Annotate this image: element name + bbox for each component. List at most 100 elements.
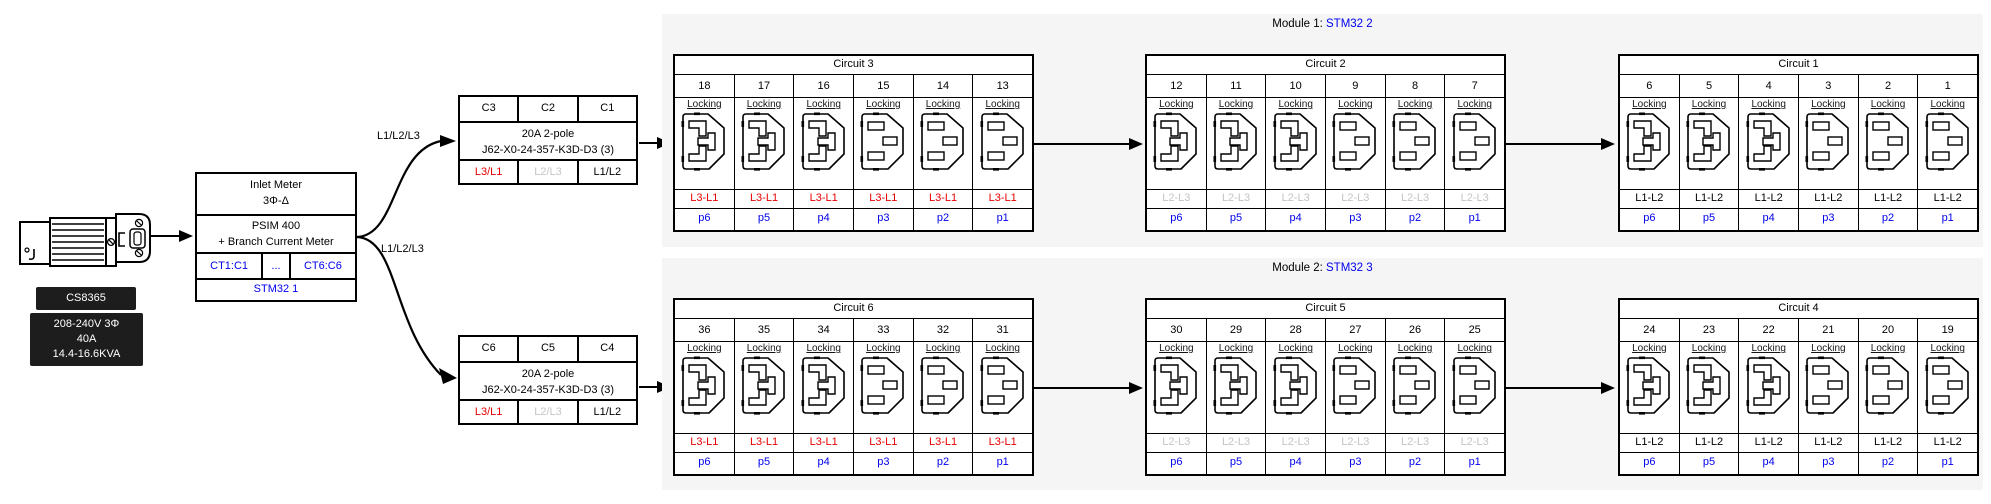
outlet-type-label: Locking	[866, 343, 901, 354]
breaker1-c2: C2	[519, 97, 579, 121]
outlet-type-label: Locking	[1751, 99, 1786, 110]
outlet-port-label: p2	[1881, 212, 1895, 224]
outlet-icon-host	[914, 356, 973, 416]
outlet-type-label: Locking	[1930, 343, 1965, 354]
outlet-port-label: p3	[877, 456, 890, 468]
iec-c13-t-slots-outlet-icon	[1686, 356, 1730, 415]
outlet-cell: Locking	[1918, 342, 1978, 434]
breaker2-c6: C6	[460, 337, 520, 361]
iec-c13-flat-slots-outlet-icon	[1925, 112, 1969, 171]
outlet-column: 29 Locking L2-L3 p5	[1206, 319, 1267, 474]
outlet-cell: Locking	[854, 342, 913, 434]
outlet-phase-label: L1-L2	[1620, 434, 1679, 453]
outlet-column: 26 Locking L2-L3 p2	[1385, 319, 1446, 474]
circuit-box: Circuit 2 12 Locking L2-L3 p6 11 Locking	[1145, 54, 1506, 232]
outlet-phase-label: L2-L3	[1266, 190, 1326, 209]
circuit-chain-arrowhead	[1129, 138, 1143, 150]
outlet-icon-host	[794, 112, 853, 172]
outlet-type-label: Locking	[1397, 99, 1433, 110]
outlet-column: 19 Locking L1-L2 p1	[1918, 319, 1978, 474]
iec-c13-flat-slots-outlet-icon	[1452, 356, 1496, 415]
outlet-type-label: Locking	[746, 343, 782, 354]
outlet-icon-host	[1799, 356, 1858, 416]
outlet-port-label: p4	[1762, 456, 1775, 468]
outlet-cell: Locking	[1266, 98, 1326, 190]
outlet-number: 32	[913, 319, 973, 342]
iec-c13-flat-slots-outlet-icon	[1452, 112, 1496, 171]
ct-cell-first: CT1:C1	[197, 254, 264, 278]
connector-spec-label: 208-240V 3Φ 40A 14.4-16.6KVA	[30, 313, 143, 366]
module-1-panel: Module 1: STM32 2 Circuit 3 18 Locking L…	[662, 14, 1983, 247]
outlet-number: 6	[1620, 75, 1679, 98]
module-controller: STM32 2	[1326, 18, 1373, 30]
outlet-column: 4 Locking L1-L2 p4	[1739, 75, 1800, 230]
outlet-type-label: Locking	[687, 99, 722, 110]
outlet-column: 17 Locking L3-L1 p5	[734, 75, 795, 230]
outlet-type-label: Locking	[1278, 343, 1313, 354]
outlet-port-label: p6	[1643, 456, 1656, 468]
outlet-cell: Locking	[1445, 342, 1505, 434]
iec-c13-flat-slots-outlet-icon	[1865, 112, 1909, 171]
outlet-phase-label: L1-L2	[1918, 434, 1978, 453]
outlet-port-label: p6	[698, 456, 711, 468]
outlet-number: 22	[1739, 319, 1799, 342]
outlet-number: 17	[734, 75, 794, 98]
outlet-column: 24 Locking L1-L2 p6	[1620, 319, 1680, 474]
outlet-column: 21 Locking L1-L2 p3	[1799, 319, 1859, 474]
outlet-phase-label: L2-L3	[1326, 190, 1385, 209]
outlet-cell: Locking	[1147, 98, 1206, 190]
outlet-port-label: p3	[1822, 212, 1835, 224]
outlet-port-label: p2	[936, 456, 950, 468]
outlet-number: 13	[973, 75, 1033, 98]
breaker1-phase-l1l2: L1/L2	[593, 166, 622, 178]
outlet-icon-host	[1445, 112, 1504, 172]
iec-c13-flat-slots-outlet-icon	[1805, 112, 1850, 171]
outlet-icon-host	[675, 112, 734, 172]
outlet-phase-label: L2-L3	[1206, 434, 1266, 453]
outlet-column: 22 Locking L1-L2 p4	[1739, 319, 1800, 474]
module-2-panel: Module 2: STM32 3 Circuit 6 36 Locking L…	[662, 258, 1983, 490]
iec-c13-t-slots-outlet-icon	[1273, 356, 1317, 415]
iec-c13-flat-slots-outlet-icon	[860, 356, 905, 415]
outlet-number: 7	[1445, 75, 1505, 98]
outlet-icon-host	[1918, 356, 1977, 416]
iec-c13-t-slots-outlet-icon	[681, 356, 726, 415]
module-controller: STM32 3	[1326, 262, 1373, 274]
outlet-type-label: Locking	[925, 99, 961, 110]
outlet-column: 8 Locking L2-L3 p2	[1385, 75, 1446, 230]
breaker2-phase-l3l1: L3/L1	[460, 401, 520, 423]
outlet-number: 24	[1620, 319, 1679, 342]
outlet-icon-host	[735, 356, 794, 416]
breaker2-phase-l1l2: L1/L2	[593, 406, 622, 418]
outlet-port-label: p6	[698, 212, 711, 224]
outlet-column: 9 Locking L2-L3 p3	[1326, 75, 1386, 230]
outlet-column: 20 Locking L1-L2 p2	[1858, 319, 1919, 474]
breaker2-to-circuit-arrow-line	[639, 386, 658, 388]
outlet-phase-label: L2-L3	[1385, 190, 1445, 209]
outlet-column: 30 Locking L2-L3 p6	[1147, 319, 1207, 474]
circuit-title: Circuit 3	[675, 56, 1032, 75]
outlet-phase-label: L3-L1	[794, 434, 854, 453]
outlet-icon-host	[973, 356, 1032, 416]
outlet-type-label: Locking	[806, 99, 841, 110]
outlet-cell: Locking	[1858, 98, 1918, 190]
iec-c13-flat-slots-outlet-icon	[1805, 356, 1850, 415]
circuit-box: Circuit 5 30 Locking L2-L3 p6 29 Locking	[1145, 298, 1506, 476]
iec-c13-t-slots-outlet-icon	[801, 356, 845, 415]
outlet-number: 27	[1326, 319, 1385, 342]
circuit-grid: 30 Locking L2-L3 p6 29 Locking L2-L3 p5	[1147, 319, 1505, 474]
outlet-number: 33	[854, 319, 913, 342]
outlet-cell: Locking	[854, 98, 913, 190]
circuit-box: Circuit 6 36 Locking L3-L1 p6 35 Locking	[673, 298, 1034, 476]
outlet-phase-label: L2-L3	[1206, 190, 1266, 209]
outlet-number: 28	[1266, 319, 1326, 342]
outlet-cell: Locking	[1620, 342, 1679, 434]
module-2-label: Module 2: STM32 3	[662, 262, 1983, 274]
outlet-column: 13 Locking L3-L1 p1	[973, 75, 1033, 230]
outlet-port-label: p6	[1170, 456, 1183, 468]
outlet-column: 27 Locking L2-L3 p3	[1326, 319, 1386, 474]
circuit-grid: 18 Locking L3-L1 p6 17 Locking L3-L1 p5	[675, 75, 1033, 230]
outlet-column: 15 Locking L3-L1 p3	[854, 75, 914, 230]
outlet-cell: Locking	[1206, 98, 1266, 190]
outlet-column: 16 Locking L3-L1 p4	[794, 75, 855, 230]
